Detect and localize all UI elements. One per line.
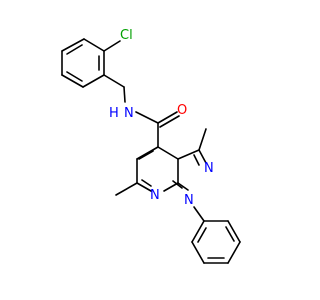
bond — [159, 115, 180, 128]
bond — [82, 74, 105, 88]
bond — [157, 111, 178, 124]
bond — [103, 40, 121, 52]
bond — [115, 182, 138, 196]
bond — [191, 241, 205, 264]
bond — [177, 182, 189, 191]
bond — [193, 206, 205, 222]
bond — [191, 220, 205, 243]
bond — [123, 86, 126, 103]
bond — [103, 74, 125, 88]
amide-nitrogen-label: N — [124, 106, 134, 121]
pyridine-nitrogen-label: N — [150, 188, 160, 203]
bond — [163, 182, 179, 192]
bond — [136, 146, 159, 160]
bond — [227, 241, 241, 264]
bond — [61, 38, 85, 52]
oxygen-atom-label: O — [177, 103, 187, 118]
pyrazole-n1-nitrogen-label: N — [184, 193, 194, 208]
bond — [172, 180, 183, 189]
bond — [198, 149, 207, 164]
pyrazole-nitrogen-label: N — [204, 161, 214, 176]
bond — [138, 150, 154, 160]
bond — [225, 226, 235, 242]
molecule-diagram: Cl O N H N N N — [61, 28, 241, 264]
bond — [66, 71, 83, 82]
bond — [66, 44, 83, 55]
bond — [135, 111, 159, 124]
bond — [141, 179, 152, 187]
bond — [177, 149, 200, 160]
bond — [157, 146, 179, 160]
bond — [198, 128, 207, 151]
bond — [61, 74, 84, 88]
structure-drawing: Cl O N H N N N — [61, 28, 241, 264]
bond — [83, 38, 105, 52]
chlorine-atom-label: Cl — [120, 28, 133, 43]
amide-hydrogen-label: H — [109, 106, 119, 121]
bond — [136, 182, 152, 192]
bond — [227, 220, 241, 243]
bond — [193, 154, 200, 166]
bond — [197, 227, 207, 243]
